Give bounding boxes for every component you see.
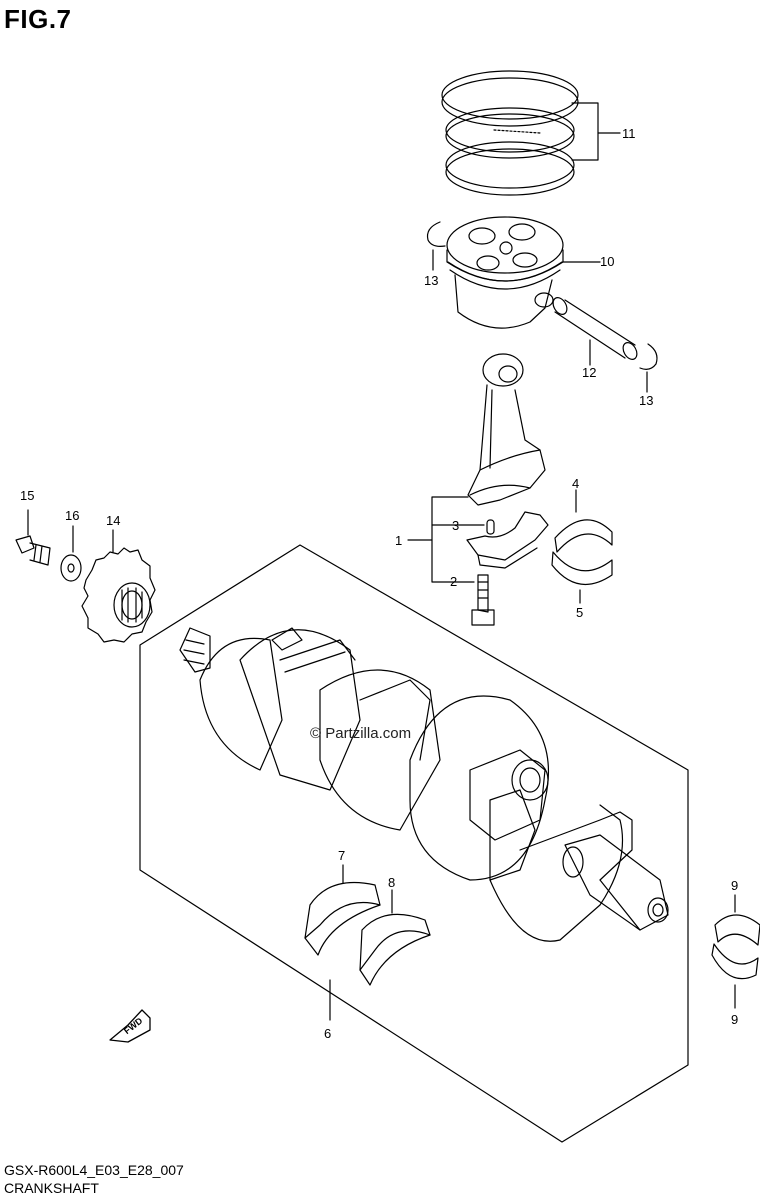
callout-6: 6 [324,1026,331,1041]
piston-rings[interactable] [441,70,579,196]
callout-12: 12 [582,365,596,380]
connecting-rod[interactable] [466,353,549,569]
rod-bolt[interactable] [471,574,495,626]
callout-14: 14 [106,513,120,528]
model-code: GSX-R600L4_E03_E28_007 [4,1162,184,1178]
callout-9-top: 9 [731,878,738,893]
section-caption: CRANKSHAFT [4,1180,99,1196]
callout-1: 1 [395,533,402,548]
figure-title: FIG.7 [4,4,72,34]
thrust-bearing[interactable] [711,914,760,980]
callout-8: 8 [388,875,395,890]
callout-2: 2 [450,574,457,589]
forward-direction-arrow [109,1009,151,1043]
circlip-left[interactable] [426,221,446,247]
crankshaft-group-outline [139,544,689,1143]
callout-3: 3 [452,518,459,533]
callout-7: 7 [338,848,345,863]
callout-4: 4 [572,476,579,491]
callout-5: 5 [576,605,583,620]
callout-9-bottom: 9 [731,1012,738,1027]
main-bearing-upper[interactable] [304,881,381,956]
callout-15: 15 [20,488,34,503]
callout-13-right: 13 [639,393,653,408]
fwd-label: FWD [122,1015,145,1036]
watermark: © Partzilla.com [310,725,412,742]
rod-dowel[interactable] [486,519,495,535]
conrod-bearing[interactable] [551,519,613,585]
callout-16: 16 [65,508,79,523]
piston-pin[interactable] [550,295,639,362]
callout-10: 10 [600,254,614,269]
bolt-15[interactable] [15,535,51,566]
main-bearing-lower[interactable] [359,913,431,986]
circlip-right[interactable] [639,343,658,370]
washer-16[interactable] [60,554,82,582]
piston[interactable] [446,216,564,329]
callout-11: 11 [622,126,636,141]
crankshaft[interactable] [179,627,669,942]
callout-13-left: 13 [424,273,438,288]
sprocket-14[interactable] [81,547,156,643]
